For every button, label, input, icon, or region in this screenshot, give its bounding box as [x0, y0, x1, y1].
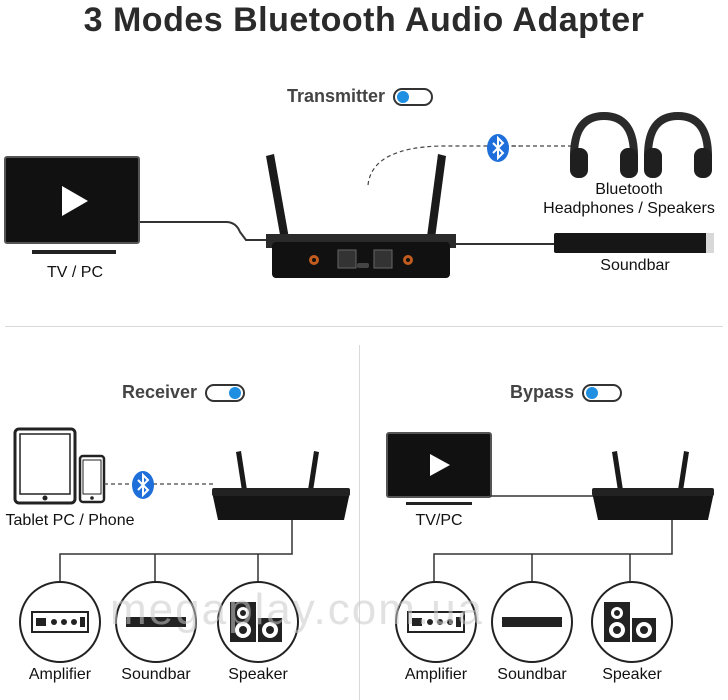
bypass-mode-label: Bypass [510, 382, 575, 402]
soundbar-icon [554, 233, 714, 253]
receiver-output-wires [59, 520, 293, 582]
bypass-speaker-icon [591, 581, 673, 663]
headphones-icon [570, 111, 712, 178]
bluetooth-icon [132, 471, 154, 499]
tv-icon [386, 432, 492, 505]
bypass-amplifier-icon [395, 581, 477, 663]
receiver-output-amplifier: Amplifier [28, 666, 92, 683]
transmitter-mode: Transmitter [287, 86, 434, 107]
receiver-toggle[interactable] [205, 383, 246, 402]
receiver-output-soundbar: Soundbar [121, 666, 191, 683]
receiver-soundbar-icon [115, 581, 197, 663]
receiver-output-speaker: Speaker [228, 666, 288, 683]
receiver-mode-label: Receiver [122, 382, 198, 402]
section-divider-horizontal [5, 326, 723, 327]
receiver-amplifier-icon [19, 581, 101, 663]
toggle-knob [397, 90, 410, 103]
receiver-bt-link [104, 483, 216, 485]
bluetooth-adapter-device [266, 154, 456, 278]
bypass-mode: Bypass [510, 382, 623, 403]
transmitter-wires [140, 145, 575, 245]
receiver-mode: Receiver [122, 382, 246, 403]
bypass-input-wire [490, 495, 594, 497]
transmitter-toggle[interactable] [393, 87, 434, 106]
bypass-output-speaker: Speaker [602, 666, 662, 683]
tv-icon [4, 156, 140, 254]
tablet-phone-icon [13, 427, 106, 505]
page-title: 3 Modes Bluetooth Audio Adapter [83, 1, 645, 39]
bluetooth-icon [487, 134, 509, 162]
bluetooth-adapter-device [592, 451, 714, 520]
bypass-output-amplifier: Amplifier [404, 666, 468, 683]
soundbar-label: Soundbar [600, 257, 670, 274]
bypass-output-wires [433, 520, 673, 582]
bypass-toggle[interactable] [582, 383, 623, 402]
tablet-phone-label: Tablet PC / Phone [5, 512, 135, 529]
toggle-knob [229, 386, 242, 399]
toggle-knob [586, 386, 599, 399]
bluetooth-adapter-device [212, 451, 350, 520]
transmitter-mode-label: Transmitter [287, 86, 386, 106]
bluetooth-headphones-label: Bluetooth Headphones / Speakers [530, 180, 728, 218]
section-divider-vertical [359, 345, 360, 700]
tv-pc-label: TV / PC [46, 264, 103, 281]
bypass-soundbar-icon [491, 581, 573, 663]
watermark: megaplay.com.ua [110, 585, 485, 634]
headphones-label-line2: Headphones / Speakers [543, 200, 715, 217]
bypass-output-soundbar: Soundbar [497, 666, 567, 683]
receiver-speaker-icon [217, 581, 299, 663]
bypass-tv-pc-label: TV/PC [415, 512, 463, 529]
headphones-label-line1: Bluetooth [595, 181, 663, 198]
